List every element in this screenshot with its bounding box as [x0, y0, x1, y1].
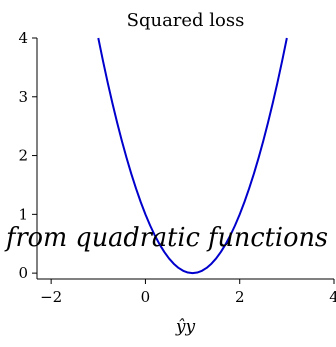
x-tick-label: 4	[329, 288, 336, 306]
squared-loss-curve	[97, 37, 288, 275]
y-tick-label: 3	[18, 88, 28, 106]
y-tick-label: 0	[18, 264, 28, 282]
x-tick-label: −2	[40, 288, 62, 306]
x-tick-label: 2	[235, 288, 245, 306]
axes-layer	[32, 37, 335, 284]
x-tick-label: 0	[141, 288, 151, 306]
text-layer: Squared loss ŷy from quadratic functions…	[4, 10, 336, 337]
y-tick-label: 4	[18, 29, 28, 47]
x-axis-label: ŷy	[175, 317, 196, 337]
y-tick-label: 2	[18, 147, 28, 165]
series-layer	[97, 37, 288, 275]
annotation-text: from quadratic functions	[4, 223, 328, 253]
y-tick-label: 1	[18, 205, 28, 223]
chart-title: Squared loss	[127, 10, 245, 31]
